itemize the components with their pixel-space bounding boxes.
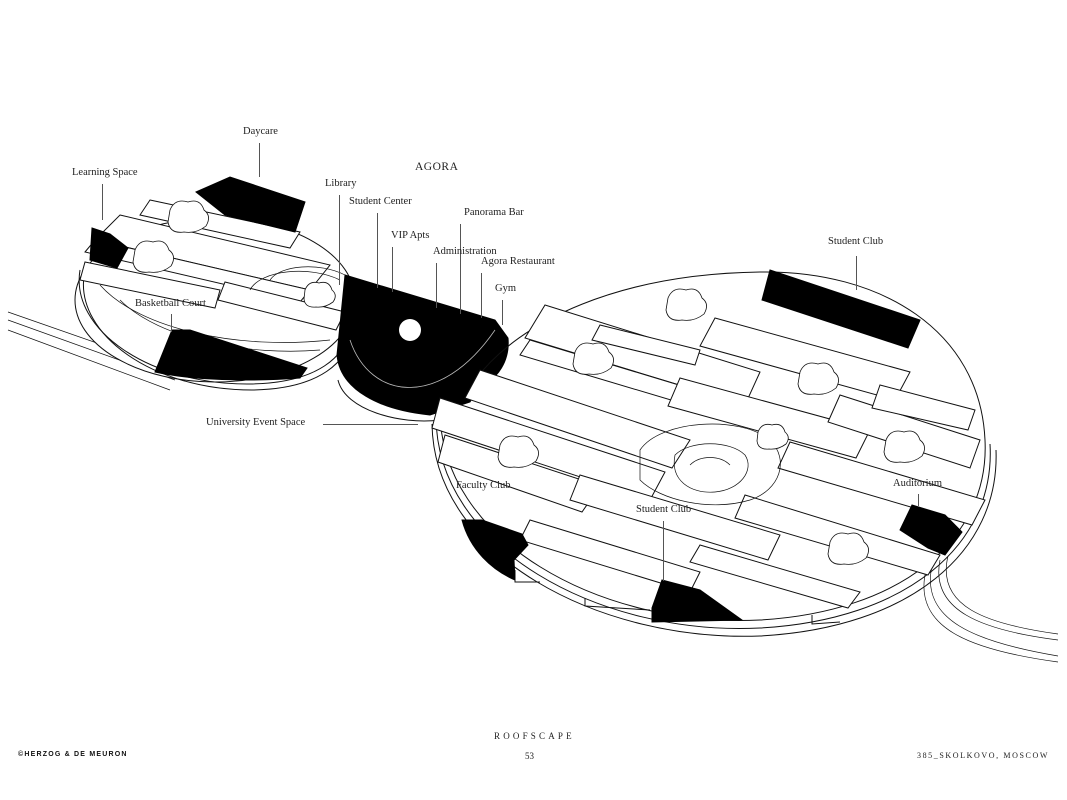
building-left-ring: [74, 199, 356, 391]
leader-administration: [436, 263, 437, 308]
label-auditorium: Auditorium: [893, 478, 942, 489]
label-faculty-club: Faculty Club: [456, 480, 511, 491]
road-right: [923, 555, 1059, 663]
leader-learning-space: [102, 184, 103, 220]
label-vip-apts: VIP Apts: [391, 230, 430, 241]
student-club-bottom-roof: [651, 579, 744, 623]
label-library: Library: [325, 178, 357, 189]
leader-university-event-space: [323, 424, 418, 425]
basketball-court-roof: [154, 329, 308, 381]
student-club-top-roof: [761, 269, 921, 349]
agora-building: [336, 274, 509, 422]
label-panorama-bar: Panorama Bar: [464, 207, 524, 218]
leader-library: [339, 195, 340, 285]
faculty-club-roof: [461, 519, 529, 581]
leader-panorama-bar: [460, 224, 461, 314]
copyright-notice: ©HERZOG & DE MEURON: [18, 751, 128, 758]
leader-student-club-top: [856, 256, 857, 290]
agora-title: AGORA: [415, 161, 459, 173]
label-university-event-space: University Event Space: [206, 417, 306, 428]
leader-student-center: [377, 213, 378, 288]
daycare-roof: [195, 176, 306, 233]
label-student-club-bottom: Student Club: [636, 504, 692, 515]
leader-vip-apts: [392, 247, 393, 292]
label-agora-restaurant: Agora Restaurant: [481, 256, 555, 267]
leader-gym: [502, 300, 503, 325]
leader-auditorium: [918, 494, 919, 506]
label-administration: Administration: [433, 246, 497, 257]
label-student-center: Student Center: [349, 196, 412, 207]
label-learning-space: Learning Space: [72, 167, 138, 178]
leader-daycare: [259, 143, 260, 177]
auditorium-roof: [899, 504, 963, 556]
leader-student-club-bottom: [663, 521, 664, 581]
leader-agora-restaurant: [481, 273, 482, 318]
label-basketball-court: Basketball Court: [135, 298, 206, 309]
label-student-club-top: Student Club: [828, 236, 884, 247]
leader-basketball-court: [171, 314, 172, 332]
page-number: 53: [525, 751, 534, 761]
learning-space-roof: [89, 227, 129, 269]
project-name: 385_SKOLKOVO, MOSCOW: [916, 751, 1049, 760]
section-title: ROOFSCAPE: [494, 731, 575, 741]
building-right-ring: [431, 271, 997, 637]
label-daycare: Daycare: [243, 126, 278, 137]
label-gym: Gym: [495, 283, 516, 294]
